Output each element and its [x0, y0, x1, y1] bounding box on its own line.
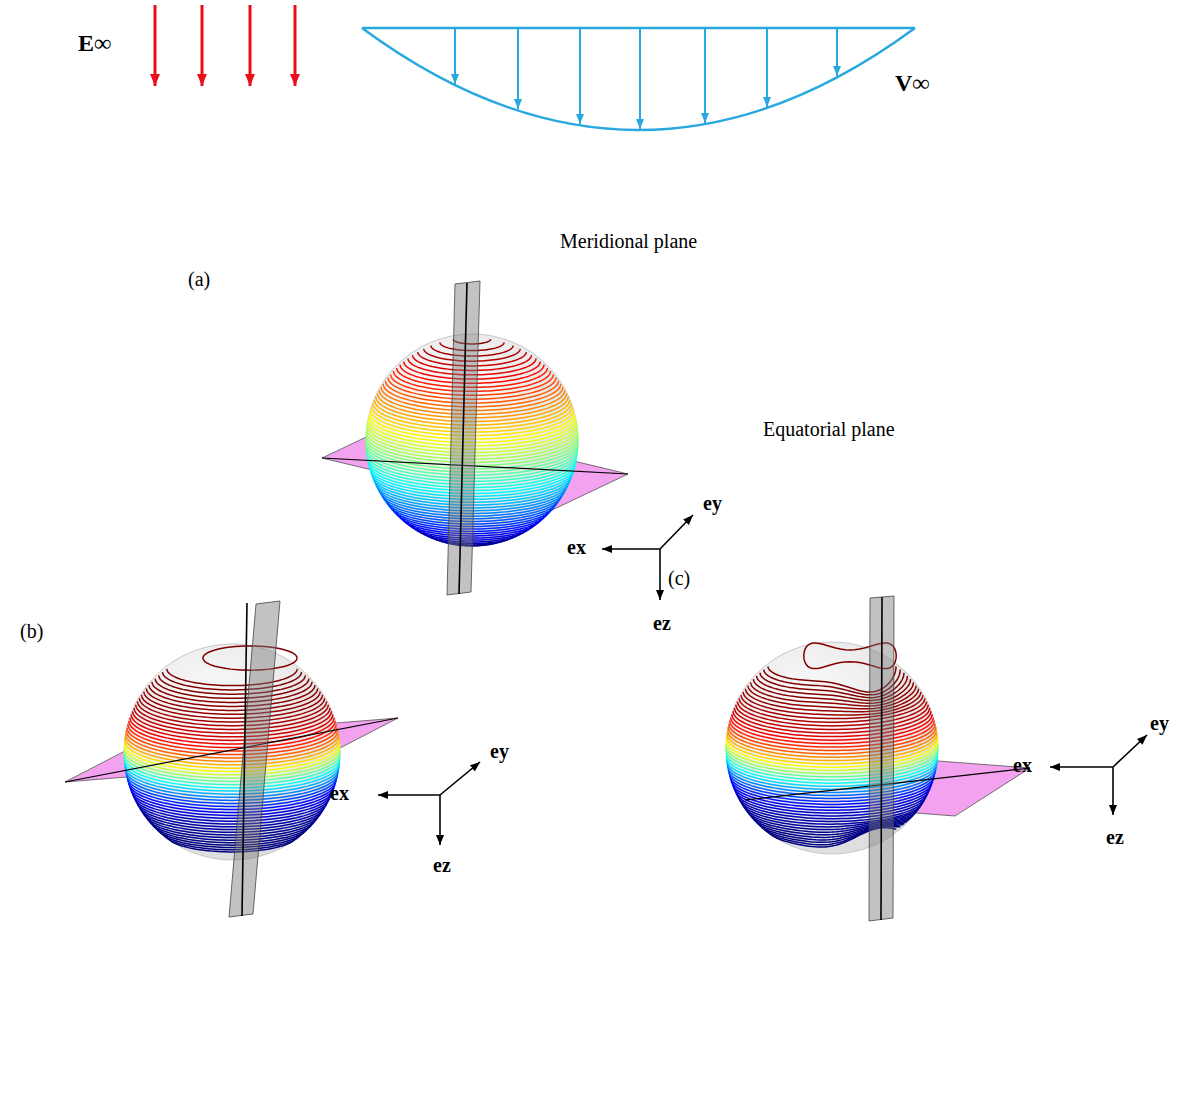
latitude-contour: [152, 682, 312, 703]
meridional-axis-line: [881, 597, 882, 920]
panel-label: (a): [188, 268, 210, 290]
panel-b: [65, 601, 480, 917]
axis-label: ex: [567, 536, 586, 558]
latitude-contour: [149, 685, 315, 706]
velocity-arrow: [766, 28, 768, 107]
axis-arrow: [1050, 766, 1113, 768]
velocity-arrow: [836, 28, 838, 76]
velocity-arrow: [517, 28, 519, 109]
velocity-arrow: [704, 28, 706, 123]
field-arrow: [294, 5, 297, 86]
panel-label: (b): [20, 620, 43, 642]
axis-arrow: [1112, 767, 1114, 815]
axis-arrow: [439, 795, 441, 845]
axis-label: ex: [330, 782, 349, 804]
meridional-plane: [869, 596, 894, 921]
sphere-contours: [124, 646, 340, 852]
panel-label: (c): [668, 567, 690, 589]
velocity-arrow: [579, 28, 581, 124]
profile-baseline: [362, 27, 915, 30]
field-symbol: E∞: [78, 30, 111, 56]
equator-line: [65, 718, 398, 782]
latitude-contour: [144, 692, 320, 715]
latitude-contour: [155, 679, 309, 699]
latitude-contour: [163, 672, 302, 690]
axis-arrow: [440, 762, 480, 795]
axis-arrow: [660, 515, 693, 549]
sphere: [124, 644, 340, 860]
field-symbol: V∞: [895, 70, 929, 96]
coordinate-axes: [602, 515, 693, 600]
sphere-contours: [726, 643, 938, 847]
latitude-contour: [146, 688, 317, 710]
latitude-contour: [159, 675, 306, 694]
axis-label: ez: [1106, 826, 1124, 848]
axis-arrow: [378, 794, 440, 796]
axis-arrow: [1113, 735, 1147, 767]
field-arrow: [201, 5, 204, 86]
profile-curve: [362, 28, 915, 130]
plane-label: Equatorial plane: [763, 418, 895, 440]
latitude-contour: [203, 646, 297, 670]
coordinate-axes: [1050, 735, 1147, 815]
velocity-arrow: [639, 28, 641, 129]
panel-a: [322, 281, 693, 600]
velocity-arrow: [454, 28, 456, 84]
axis-label: ey: [490, 740, 509, 762]
plane-label: Meridional plane: [560, 230, 697, 252]
latitude-contour: [167, 835, 297, 852]
axis-arrow: [602, 548, 660, 550]
latitude-contour: [142, 695, 323, 718]
panel-c: [726, 596, 1147, 921]
axis-label: ez: [433, 854, 451, 876]
meridional-axis-line: [242, 603, 247, 916]
sphere: [726, 642, 938, 854]
coordinate-axes: [378, 762, 480, 845]
field-arrow: [154, 5, 157, 86]
meridional-axis-line: [459, 283, 467, 594]
velocity-profile: [362, 28, 915, 130]
axis-label: ey: [1150, 712, 1169, 734]
field-arrow: [249, 5, 252, 86]
meridional-plane: [447, 281, 480, 595]
axis-arrow: [659, 549, 661, 600]
axis-label: ez: [653, 612, 671, 634]
electric-field-arrows: [155, 5, 295, 86]
axis-label: ex: [1013, 754, 1032, 776]
latitude-contour: [167, 669, 297, 686]
axis-label: ey: [703, 492, 722, 514]
meridional-plane: [229, 601, 280, 917]
